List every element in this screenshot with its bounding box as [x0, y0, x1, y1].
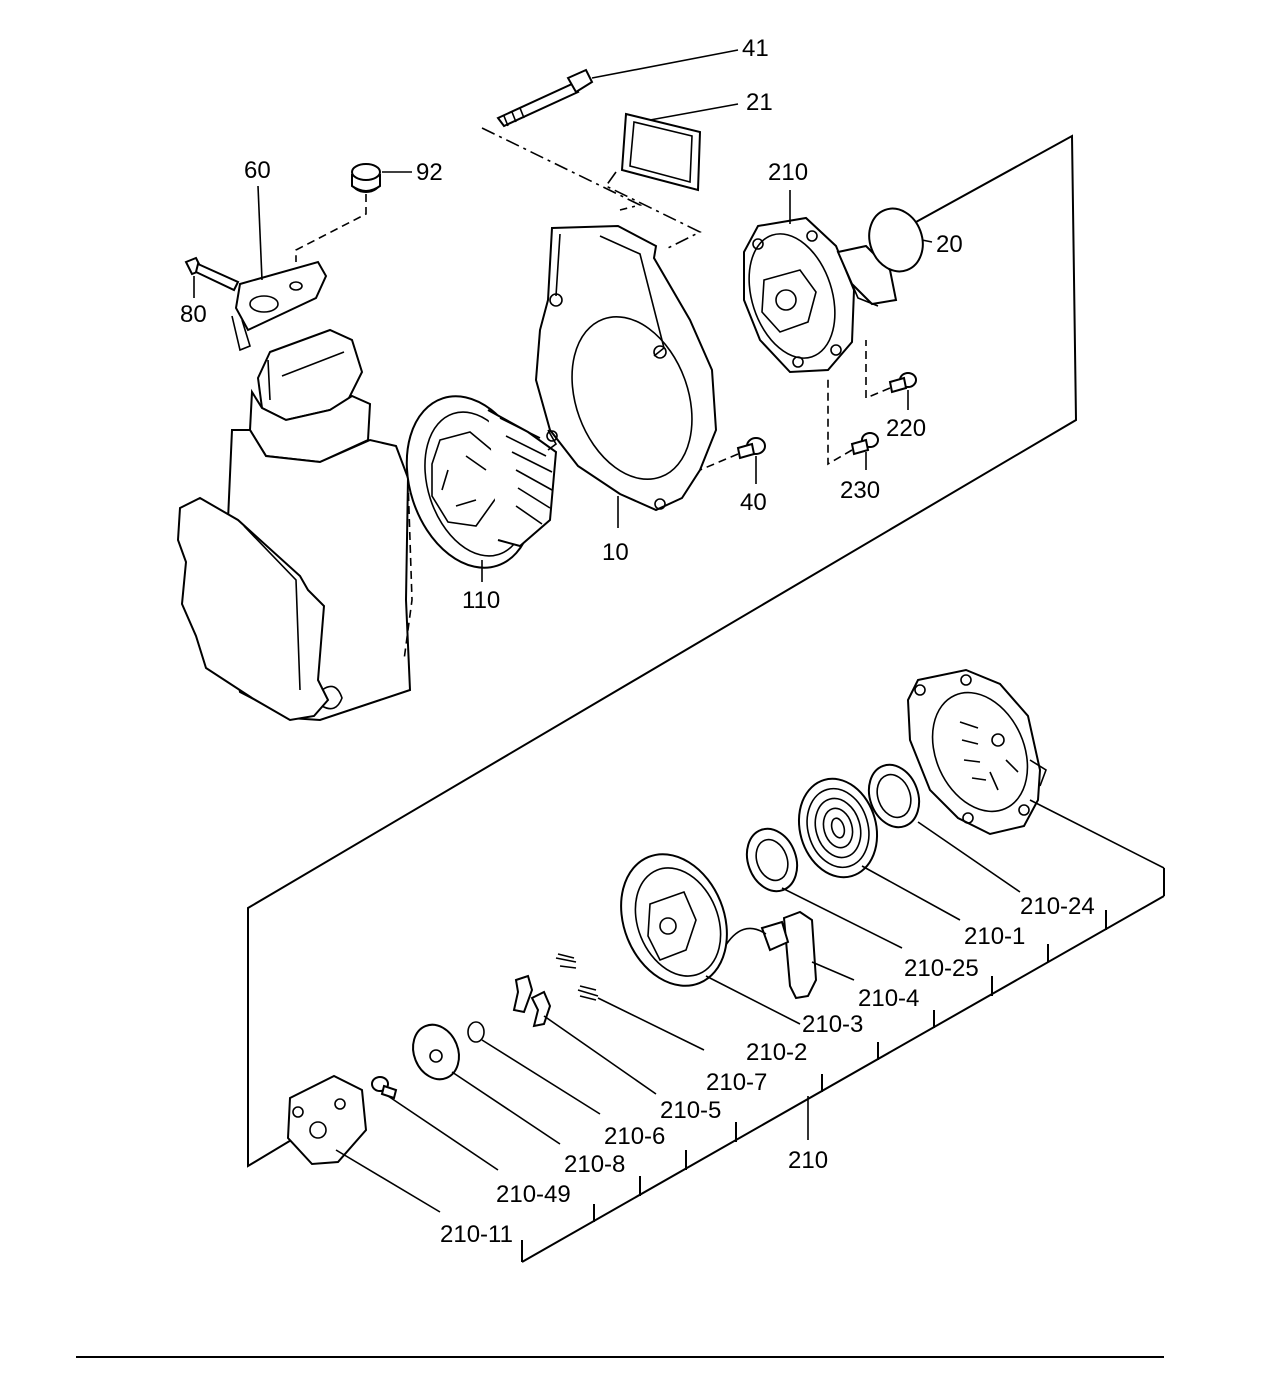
flywheel-110: [405, 395, 558, 569]
hub-210-11: [286, 1074, 368, 1166]
leader-60: [257, 185, 263, 281]
leader-210-4: [781, 887, 903, 949]
label-92: 92: [416, 159, 443, 186]
bolt-80: [184, 256, 240, 292]
washer-210-4: [745, 827, 799, 893]
screw-210-49: [371, 1076, 398, 1100]
leader-20: [921, 239, 933, 243]
starter-cover-210-24: [906, 668, 1047, 836]
label-40: 40: [740, 489, 767, 516]
label-10: 10: [602, 539, 629, 566]
nut-92: [351, 163, 381, 193]
leader-210-24: [1029, 799, 1165, 869]
handle-210-3: [723, 910, 818, 1000]
label-210-bottom: 210: [788, 1147, 828, 1174]
assembly-line-230: [827, 376, 853, 466]
label-210-top: 210: [768, 159, 808, 186]
engine-body: [176, 328, 413, 722]
clip-210-6: [467, 1021, 485, 1043]
bolt-41: [496, 68, 594, 128]
bolt-40: [736, 437, 766, 460]
leader-21: [649, 103, 739, 121]
leader-210-3: [811, 961, 855, 981]
leader-210-8: [451, 1071, 561, 1145]
label-210-3: 210-3: [802, 1011, 863, 1038]
label-110: 110: [462, 587, 500, 614]
label-41: 41: [742, 35, 769, 62]
disc-20: [868, 207, 924, 273]
assembly-bracket: [247, 134, 1078, 1168]
leader-210-7: [597, 997, 705, 1051]
assembly-line-92: [295, 194, 367, 262]
label-210-11: 210-11: [440, 1221, 513, 1248]
bracket-ticks: [593, 910, 1107, 1222]
label-210-6: 210-6: [604, 1123, 665, 1150]
plate-60: [231, 260, 328, 352]
lower-parts-bracket: [521, 895, 1165, 1263]
spring-210-7: [577, 985, 599, 1001]
label-20: 20: [936, 231, 963, 258]
label-21: 21: [746, 89, 773, 116]
assembly-line-21: [604, 171, 702, 249]
label-210-49: 210-49: [496, 1181, 571, 1208]
label-210-2: 210-2: [746, 1039, 807, 1066]
label-210-1: 210-1: [964, 923, 1025, 950]
leader-210-6: [481, 1039, 601, 1115]
leader-210-11: [335, 1149, 441, 1213]
label-220: 220: [886, 415, 926, 442]
leader-41: [591, 49, 739, 79]
leader-210-49: [387, 1095, 499, 1171]
label-210-8: 210-8: [564, 1151, 625, 1178]
pawl-210-5: [512, 974, 552, 1028]
label-230: 230: [840, 477, 880, 504]
leader-210-25: [861, 865, 961, 921]
friction-plate-210-8: [412, 1023, 460, 1081]
spring-210-25: [797, 777, 879, 879]
label-210-24: 210-24: [1020, 893, 1095, 920]
bolt-220: [888, 372, 917, 394]
fan-housing-10: [534, 224, 718, 512]
washer-210-1: [867, 763, 921, 829]
leader-210-1: [917, 821, 1021, 893]
starter-assembly-210: [743, 216, 898, 374]
leader-210-2: [705, 975, 801, 1025]
spring-210-7-upper: [555, 953, 577, 969]
leader-210-5: [543, 1015, 657, 1095]
label-210-5: 210-5: [660, 1097, 721, 1124]
pulley-210-2: [620, 853, 728, 987]
label-210-7: 210-7: [706, 1069, 767, 1096]
gasket-21: [620, 112, 702, 192]
label-80: 80: [180, 301, 207, 328]
assembly-line-220: [865, 340, 891, 400]
assembly-line-41: [481, 127, 643, 211]
assembly-line-40: [699, 453, 739, 471]
label-60: 60: [244, 157, 271, 184]
label-210-25: 210-25: [904, 955, 979, 982]
label-210-4: 210-4: [858, 985, 919, 1012]
bolt-230: [850, 432, 879, 456]
